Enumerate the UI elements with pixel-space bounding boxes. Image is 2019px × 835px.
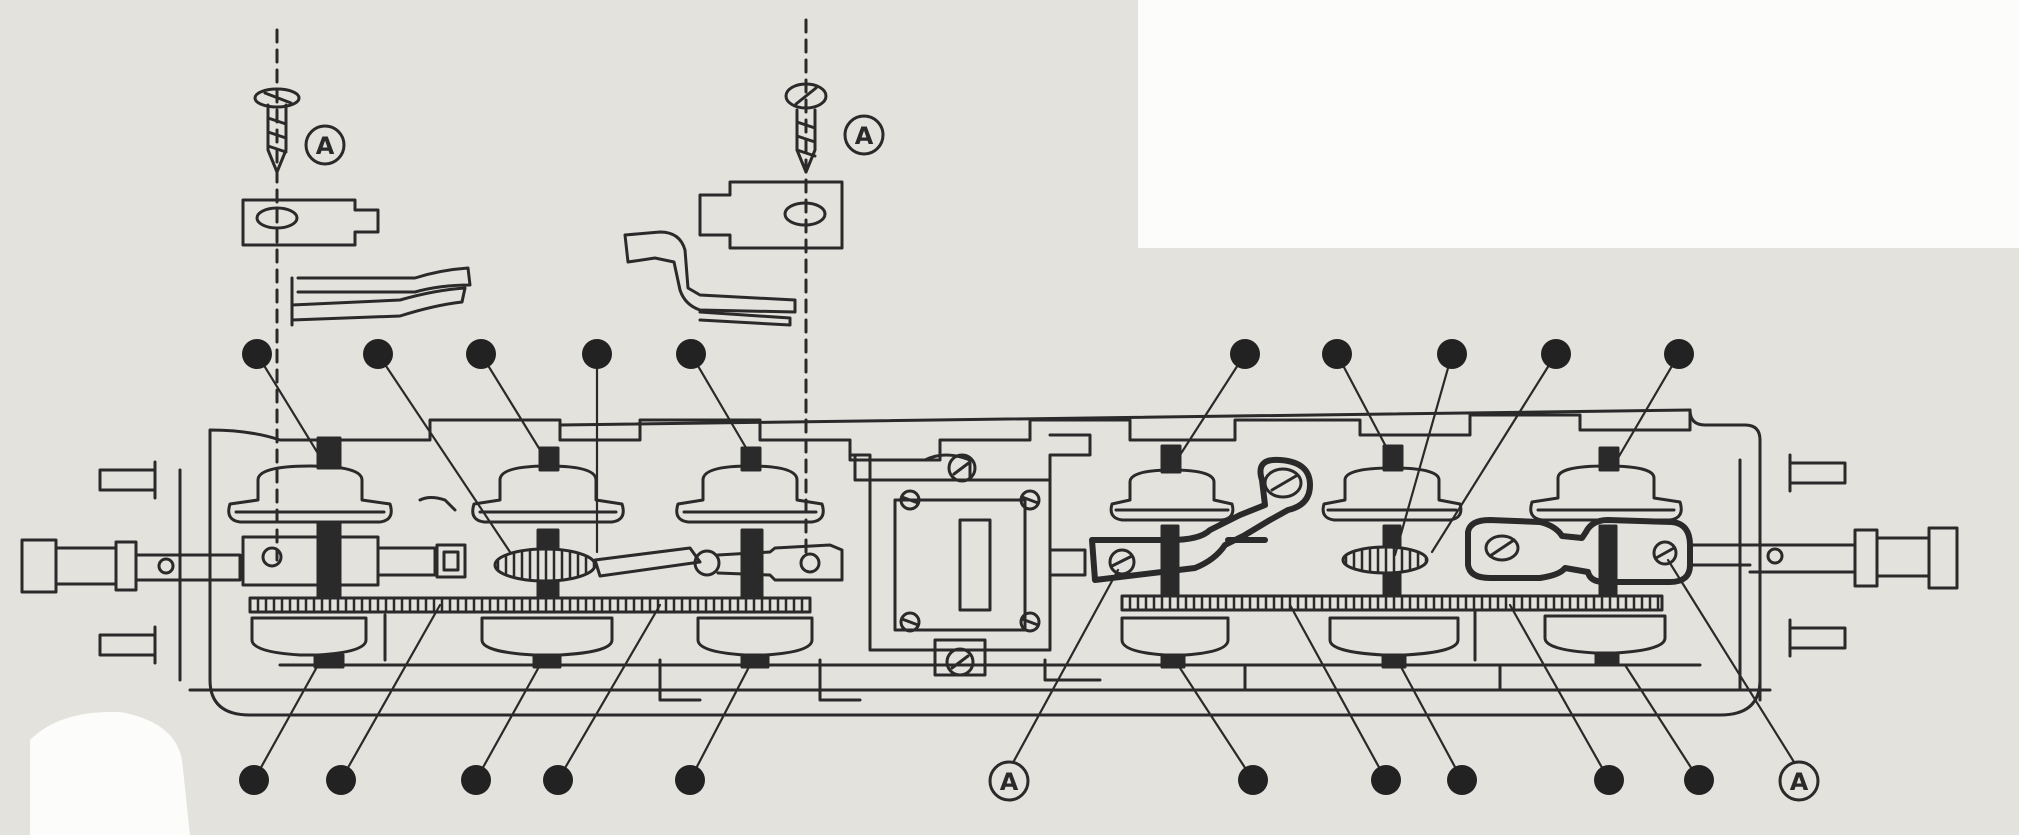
- chassis-outline: [208, 408, 1762, 717]
- wheel-bottom-3: [696, 616, 814, 669]
- callout-a-bottom-center: A: [988, 760, 1030, 802]
- marker-bottom-4: [543, 765, 573, 795]
- right-contact-bracket[interactable]: [1089, 456, 1313, 583]
- callout-markers: [239, 339, 1714, 795]
- left-screw-assembly: [241, 28, 472, 562]
- callout-a-bottom-right: A: [1778, 760, 1820, 802]
- marker-top-5: [676, 339, 706, 369]
- gear-train: [248, 594, 1664, 614]
- worm-gear-right: [1341, 545, 1429, 575]
- marker-bottom-2: [326, 765, 356, 795]
- chassis-upper-rail: [558, 408, 1692, 427]
- left-side-rod: [241, 496, 702, 587]
- wheel-bottom-6: [1543, 614, 1667, 667]
- leader-lines-top: [255, 352, 1681, 557]
- callout-a-top-center: A: [843, 114, 885, 156]
- center-screw-assembly: [623, 18, 844, 562]
- marker-bottom-10: [1684, 765, 1714, 795]
- marker-top-6: [1230, 339, 1260, 369]
- far-right-contact-bracket[interactable]: [1465, 517, 1693, 585]
- callout-a-label: A: [855, 122, 874, 150]
- wheel-bottom-2: [480, 616, 614, 669]
- marker-top-3: [466, 339, 496, 369]
- marker-bottom-8: [1447, 765, 1477, 795]
- wheel-bottom-4: [1120, 616, 1230, 669]
- callout-a-label: A: [1790, 768, 1809, 796]
- far-right-contact-screws: [1484, 534, 1752, 567]
- blank-panel-bottom-left: [30, 711, 190, 835]
- right-coupler: [1748, 438, 1959, 702]
- wheel-top-4: [1109, 444, 1235, 522]
- marker-top-7: [1322, 339, 1352, 369]
- center-side-rod: [693, 543, 844, 582]
- marker-bottom-9: [1594, 765, 1624, 795]
- worm-gear-left: [493, 547, 597, 583]
- marker-top-8: [1437, 339, 1467, 369]
- marker-top-1: [242, 339, 272, 369]
- marker-bottom-7: [1371, 765, 1401, 795]
- blank-panel-top-right: [1138, 0, 2019, 248]
- callout-a-top-left: A: [304, 124, 346, 166]
- wheel-bottom-1: [250, 616, 368, 669]
- motor-housing: [848, 433, 1092, 677]
- marker-top-4: [582, 339, 612, 369]
- marker-bottom-1: [239, 765, 269, 795]
- wheel-top-3: [675, 446, 825, 524]
- marker-top-2: [363, 339, 393, 369]
- wheel-bottom-5: [1328, 616, 1460, 669]
- right-contact-screw-head: [1108, 467, 1303, 576]
- left-coupler: [20, 460, 242, 665]
- marker-top-9: [1541, 339, 1571, 369]
- callout-a-label: A: [1000, 768, 1019, 796]
- callout-a-label: A: [316, 132, 335, 160]
- marker-bottom-6: [1238, 765, 1268, 795]
- wheel-top-1: [227, 436, 393, 524]
- leader-lines-bottom: [252, 558, 1801, 782]
- wheel-top-2: [471, 446, 625, 524]
- marker-bottom-5: [675, 765, 705, 795]
- chassis-inner-frame: [178, 458, 1742, 692]
- wheel-top-6: [1529, 446, 1683, 522]
- marker-top-10: [1664, 339, 1694, 369]
- lower-brackets: [383, 608, 1542, 702]
- marker-bottom-3: [461, 765, 491, 795]
